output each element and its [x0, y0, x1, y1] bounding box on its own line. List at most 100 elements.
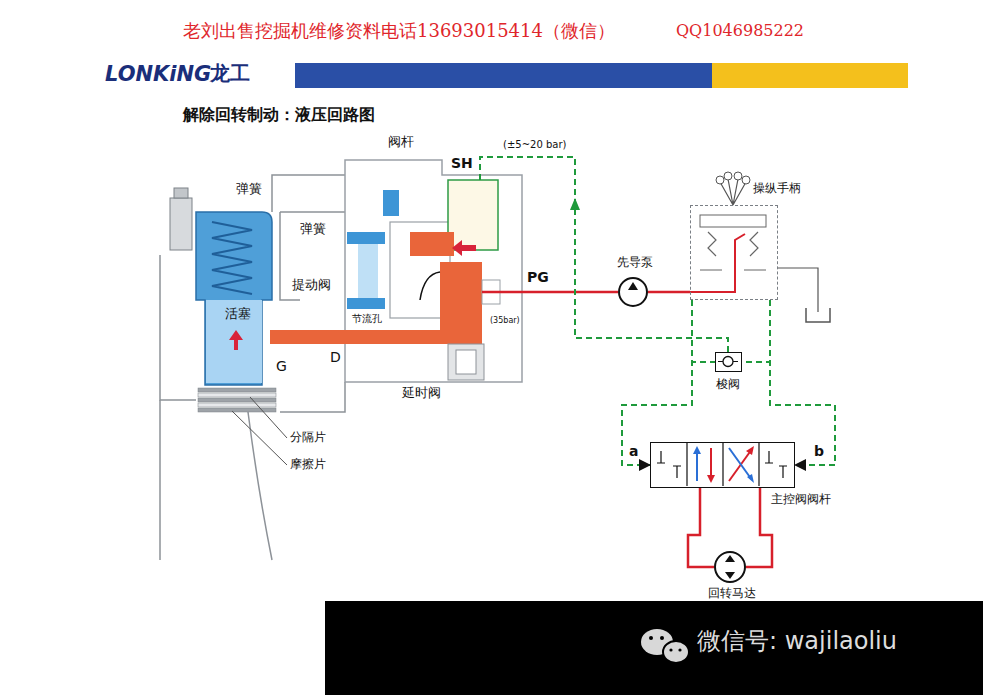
leader-line — [250, 397, 287, 438]
brake-housing — [160, 175, 345, 560]
node-symbol-part-part — [725, 572, 735, 579]
valve-block-part — [347, 298, 385, 309]
port-name: G — [276, 358, 287, 374]
joystick-lever-part — [708, 232, 758, 256]
node-symbol-part-part — [725, 555, 735, 562]
pressure-value: (35bar) — [490, 316, 520, 325]
node-label: 操纵手柄 — [753, 182, 801, 196]
joystick-lever-part — [742, 176, 750, 184]
brake-cylinder-part — [229, 330, 243, 350]
signal-name: b — [814, 443, 824, 459]
header-yellow-bar — [712, 63, 908, 88]
part-name: 弹簧 — [236, 182, 262, 197]
header-blue-bar — [295, 63, 712, 88]
tank-symbol — [806, 308, 830, 322]
pilot-pressure-line — [482, 291, 618, 294]
port-name: SH — [451, 155, 473, 171]
brake-housing-part — [280, 212, 345, 300]
signal-name: a — [629, 443, 638, 459]
brake-cylinder-part — [196, 212, 272, 385]
valve-block-part — [448, 180, 498, 250]
swing-motor-symbol: 回转马达 — [714, 551, 746, 583]
leader-line — [232, 411, 287, 465]
valve-block-part — [358, 244, 378, 298]
wechat-icon-part — [649, 636, 653, 640]
brake-plates — [198, 388, 276, 412]
part-name: 延时阀 — [402, 386, 441, 401]
valve-block-part — [440, 262, 482, 344]
brake-plates-part — [198, 408, 276, 412]
joystick-lever-part — [720, 179, 746, 205]
node-symbol-part-part — [746, 446, 754, 455]
node-label: 先导泵 — [617, 256, 653, 270]
brand-logo: LONKiNG — [105, 62, 211, 86]
node-symbol-part-part — [747, 474, 754, 483]
connector-line — [622, 300, 692, 465]
brake-cylinder-part — [206, 300, 262, 383]
valve-block — [270, 160, 522, 382]
page-title: 解除回转制动：液压回路图 — [183, 106, 375, 124]
pilot-pump-symbol: 先导泵 — [618, 277, 648, 307]
connector-line — [692, 300, 715, 362]
node-symbol-part-part — [693, 446, 701, 454]
wechat-icon-part — [663, 641, 689, 663]
valve-block-part — [452, 240, 476, 256]
joystick-lever-part — [734, 172, 742, 180]
tank-line — [778, 268, 818, 312]
node-label: 梭阀 — [716, 378, 740, 392]
node-symbol — [716, 553, 744, 581]
brake-housing-part — [170, 198, 192, 250]
valve-block-part — [383, 190, 399, 216]
brake-plates-part — [198, 388, 276, 392]
wechat-icon — [641, 629, 689, 663]
valve-block-part — [420, 272, 440, 300]
node-symbol — [620, 279, 646, 305]
valve-block-part — [410, 232, 454, 256]
node-label: 回转马达 — [708, 587, 756, 601]
brake-plates-part — [198, 393, 276, 397]
part-name: 活塞 — [225, 307, 251, 322]
node-symbol-part — [716, 353, 740, 370]
brake-housing-part — [160, 175, 345, 400]
part-name: 节流孔 — [352, 313, 382, 325]
connector-line — [770, 300, 835, 465]
node-symbol-part-part — [765, 451, 787, 478]
main-spool-symbol: 主控阀阀杆 — [650, 442, 795, 488]
node-symbol — [716, 353, 741, 371]
node-symbol-part-part — [707, 475, 715, 483]
brake-cylinder-part — [212, 222, 252, 294]
node-symbol-part-part — [710, 448, 712, 479]
node-label: 主控阀阀杆 — [771, 493, 831, 507]
brake-plates-part — [198, 403, 276, 407]
part-name: 提动阀 — [292, 278, 331, 293]
brake-cylinder — [196, 212, 272, 385]
connector-line — [746, 488, 772, 567]
valve-block-part — [448, 344, 484, 380]
watermark: 微信号: wajilaoliu — [697, 628, 897, 656]
part-name: 分隔片 — [290, 431, 326, 445]
joystick-lever-part — [700, 215, 766, 227]
wechat-icon-part — [678, 648, 681, 651]
node-symbol-part-part — [723, 357, 733, 367]
node-symbol-part-part — [718, 361, 738, 362]
watermark-panel — [325, 601, 983, 695]
shuttle-valve-symbol: 梭阀 — [715, 352, 742, 372]
part-name: 弹簧 — [300, 222, 326, 237]
connector-line — [688, 488, 714, 567]
flow-arrow — [570, 198, 580, 210]
valve-block-part — [270, 330, 442, 344]
part-name: 摩擦片 — [290, 458, 326, 472]
wechat-icon-part — [669, 648, 672, 651]
part-name: 阀杆 — [388, 135, 414, 150]
node-symbol-part — [651, 443, 793, 486]
valve-block-part — [345, 160, 522, 382]
joystick-lever-part — [700, 270, 766, 271]
connector-line — [742, 300, 770, 362]
joystick-lever-part — [690, 234, 745, 292]
node-symbol-part — [620, 279, 646, 305]
port-name: D — [330, 349, 341, 365]
valve-block-part — [347, 232, 385, 244]
node-symbol-part-part — [687, 443, 759, 486]
connector-line — [648, 291, 690, 294]
